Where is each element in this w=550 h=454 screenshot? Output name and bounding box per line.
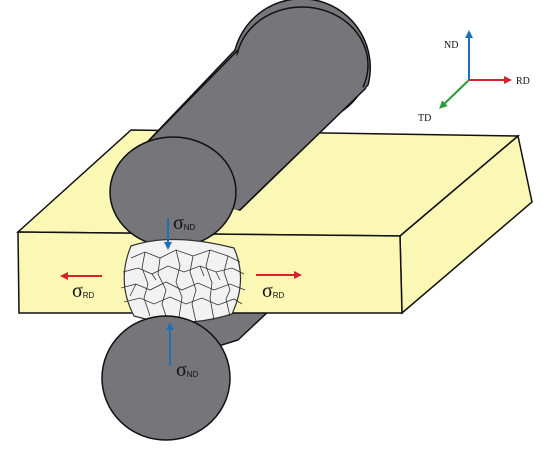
stress-label-right: σRD bbox=[262, 280, 285, 302]
stress-label-top: σND bbox=[173, 212, 196, 234]
stress-label-bottom: σND bbox=[176, 359, 199, 381]
stress-label-left: σRD bbox=[72, 280, 95, 302]
grain-region bbox=[120, 238, 246, 325]
axis-rd-label: RD bbox=[516, 76, 530, 87]
bottom-roller-near-end bbox=[101, 315, 231, 441]
axis-nd-label: ND bbox=[444, 40, 458, 51]
axis-td-label: TD bbox=[418, 113, 431, 124]
axis-td-arrow bbox=[439, 79, 470, 109]
coordinate-axes: ND RD TD bbox=[418, 30, 530, 124]
top-roller bbox=[109, 0, 371, 248]
